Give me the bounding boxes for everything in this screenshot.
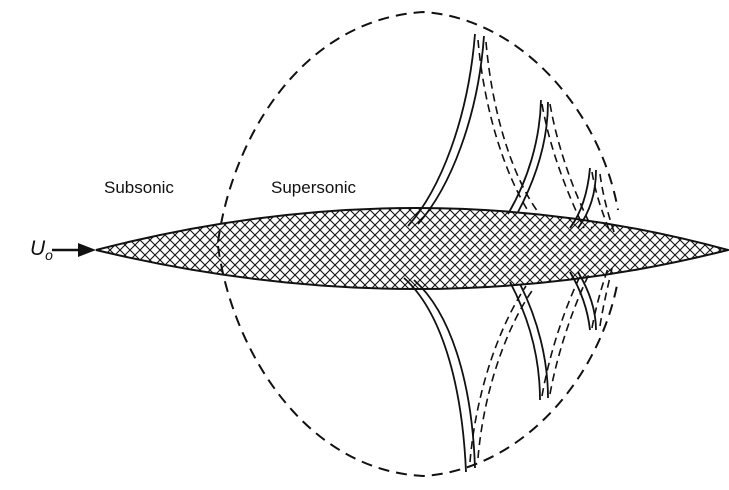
freestream-velocity-label: Uo	[30, 237, 53, 263]
lower-expansion-waves	[469, 267, 613, 463]
lower-shock-waves	[403, 271, 597, 473]
upper-expansion-waves	[477, 39, 615, 233]
inflow-arrowhead	[78, 243, 96, 257]
supersonic-label: Supersonic	[271, 178, 357, 197]
jet-body	[95, 207, 729, 290]
velocity-subscript: o	[45, 247, 53, 264]
velocity-symbol: U	[30, 237, 46, 260]
upper-shock-waves	[407, 33, 597, 229]
subsonic-label: Subsonic	[104, 178, 174, 197]
sonic-boundary-upper	[217, 10, 619, 243]
sonic-boundary-lower	[217, 245, 619, 478]
